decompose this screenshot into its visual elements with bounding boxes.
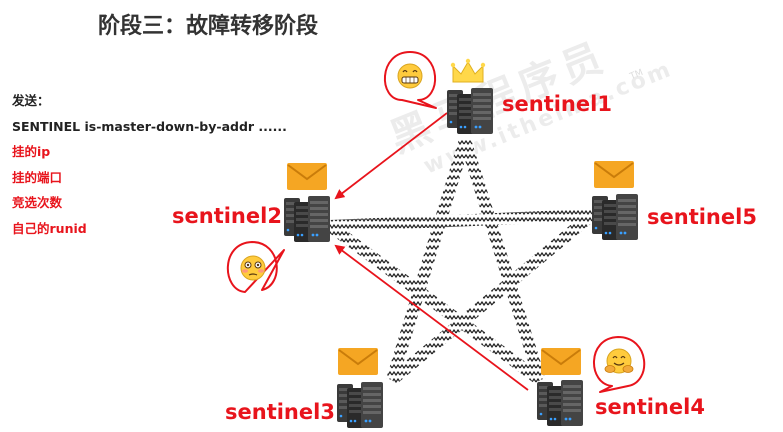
link-1-4 bbox=[459, 138, 546, 382]
arrow-s4-to-s2 bbox=[334, 244, 529, 391]
sentinel2-envelope-icon bbox=[286, 162, 328, 191]
page-title: 阶段三：故障转移阶段 bbox=[98, 14, 319, 39]
crown-icon bbox=[450, 58, 486, 83]
send-label: 发送： bbox=[12, 93, 50, 108]
command-text: SENTINEL is-master-down-by-addr ...... bbox=[12, 118, 287, 134]
sentinel5-server-icon bbox=[592, 194, 638, 240]
sentinel1-label: sentinel1 bbox=[502, 92, 612, 116]
sentinel3-envelope-icon bbox=[337, 347, 379, 376]
link-1-3 bbox=[386, 138, 471, 382]
info-item-ip: 挂的ip bbox=[12, 144, 51, 159]
link-3-5 bbox=[388, 210, 596, 385]
sentinel4-server-icon bbox=[537, 380, 583, 426]
message-info-panel: 发送： SENTINEL is-master-down-by-addr ....… bbox=[12, 88, 287, 241]
sentinel5-envelope-icon bbox=[593, 160, 635, 189]
sentinel2-label: sentinel2 bbox=[172, 204, 282, 228]
sentinel2-emoji-bubble bbox=[226, 241, 285, 293]
info-item-runid: 自己的runid bbox=[12, 220, 87, 236]
sentinel4-label: sentinel4 bbox=[595, 395, 705, 419]
sentinel1-server-icon bbox=[447, 88, 493, 134]
sentinel2-server-icon bbox=[284, 196, 330, 242]
sentinel4-envelope-icon bbox=[540, 347, 582, 376]
sentinel3-label: sentinel3 bbox=[225, 400, 335, 424]
arrow-s1-to-s2 bbox=[334, 112, 448, 200]
hugging-face-icon bbox=[604, 348, 634, 374]
link-2-5 bbox=[329, 209, 593, 232]
sentinel3-server-icon bbox=[337, 382, 383, 428]
info-item-port: 挂的端口 bbox=[12, 169, 63, 185]
sentinel1-emoji-bubble bbox=[383, 51, 437, 109]
flushed-face-icon bbox=[240, 255, 266, 281]
sentinel4-emoji-bubble bbox=[593, 336, 646, 393]
connection-links bbox=[326, 138, 596, 385]
vote-arrows bbox=[334, 112, 529, 391]
grinning-face-icon bbox=[397, 63, 423, 89]
sentinel5-label: sentinel5 bbox=[647, 205, 757, 229]
info-item-round: 竞选次数 bbox=[12, 195, 63, 210]
link-2-4 bbox=[326, 221, 544, 385]
